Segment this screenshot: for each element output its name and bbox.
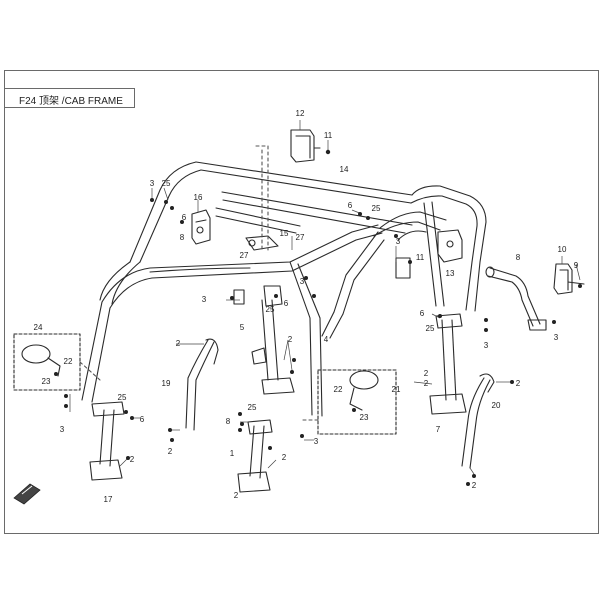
callout: 24: [34, 323, 43, 332]
post-part-5: [251, 299, 295, 395]
callout: 21: [392, 385, 401, 394]
bracket-part-13: [395, 229, 463, 279]
callout: 20: [492, 401, 501, 410]
hardware-bolts: [54, 149, 582, 486]
callout: 7: [436, 425, 441, 434]
callout: 2: [168, 447, 173, 456]
callout: 12: [296, 109, 305, 118]
post-part-17: [89, 401, 125, 481]
callout: 10: [558, 245, 567, 254]
leader-lines: [69, 120, 581, 475]
tube-part-19: [185, 338, 219, 431]
callout: 6: [348, 201, 353, 210]
callout: 11: [324, 131, 333, 140]
callout: 6: [284, 299, 289, 308]
callout: 2: [234, 491, 239, 500]
rear-pillars: [423, 201, 481, 312]
mirror-part-21: [317, 369, 397, 435]
callout: 25: [118, 393, 127, 402]
callout: 2: [288, 335, 293, 344]
callout: 23: [42, 377, 51, 386]
callout: 27: [296, 233, 305, 242]
bracket-part-10: [553, 263, 585, 295]
callout: 23: [360, 413, 369, 422]
callout: 2: [130, 455, 135, 464]
callout: 22: [334, 385, 343, 394]
callout: 2: [176, 339, 181, 348]
callout: 17: [104, 495, 113, 504]
callout: 9: [574, 261, 579, 270]
callout: 3: [314, 437, 319, 446]
callout: 8: [516, 253, 521, 262]
callout: 16: [194, 193, 203, 202]
callout: 4: [324, 335, 329, 344]
callout: 3: [150, 179, 155, 188]
front-hoop: [81, 224, 383, 403]
callout: 3: [202, 295, 207, 304]
callout: 14: [340, 165, 349, 174]
callout-labels: 12 11 14 3 25 16 6 8 6 25 15 27 27 3 10 …: [34, 109, 579, 504]
bracket-part-16: [191, 209, 211, 245]
callout: 19: [162, 379, 171, 388]
mirror-part-24: [13, 333, 81, 391]
callout: 2: [424, 369, 429, 378]
callout: 25: [162, 179, 171, 188]
callout: 1: [230, 449, 235, 458]
post-part-1: [237, 419, 273, 493]
callout: 25: [426, 324, 435, 333]
grab-bar-part-8: [485, 266, 547, 331]
callout: 2: [282, 453, 287, 462]
callout: 25: [372, 204, 381, 213]
callout: 13: [446, 269, 455, 278]
callout: 2: [424, 379, 429, 388]
callout: 6: [182, 213, 187, 222]
callout: 3: [396, 237, 401, 246]
callout: 25: [266, 305, 275, 314]
callout: 2: [516, 379, 521, 388]
callout: 3: [60, 425, 65, 434]
bracket-part-12: [290, 129, 321, 163]
callout: 8: [180, 233, 185, 242]
callout: 3: [300, 277, 305, 286]
mount-part-15: [233, 235, 283, 307]
callout: 6: [420, 309, 425, 318]
leader-lines-dashed: [79, 145, 319, 421]
callout: 3: [554, 333, 559, 342]
callout: 8: [226, 417, 231, 426]
callout: 3: [484, 341, 489, 350]
callout: 5: [240, 323, 245, 332]
page-title: F24 顶架 /CAB FRAME: [19, 96, 123, 107]
callout: 6: [140, 415, 145, 424]
arrow-marker-icon: [13, 483, 41, 505]
roof-frame: [129, 161, 487, 263]
diagram-border: [4, 70, 599, 534]
callout: 27: [240, 251, 249, 260]
title-box: [4, 88, 135, 108]
callout: 25: [248, 403, 257, 412]
callout: 2: [472, 481, 477, 490]
b-pillar-center: [289, 231, 385, 417]
tube-part-20: [461, 373, 495, 469]
callout: 15: [280, 229, 289, 238]
callout: 11: [416, 253, 425, 262]
callout: 22: [64, 357, 73, 366]
post-part-7: [429, 313, 467, 415]
